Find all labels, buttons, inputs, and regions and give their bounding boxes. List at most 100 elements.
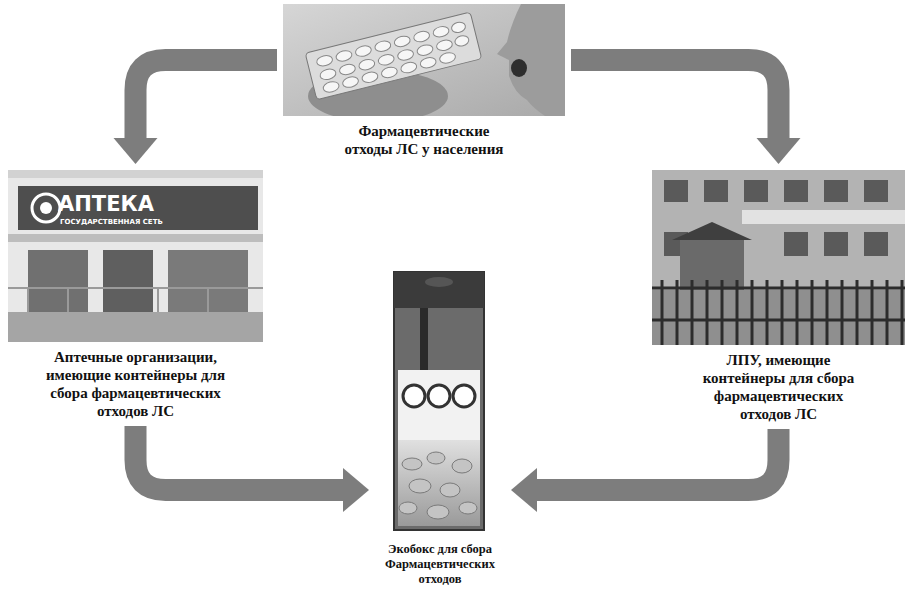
illustration-g (305, 12, 482, 100)
ecobox-node: Экобокс для сбора Фармацевтических отход… (375, 268, 505, 587)
illustration-ellipse (358, 58, 376, 72)
arrow-head (114, 138, 158, 164)
arrow-head (343, 468, 369, 512)
illustration-rect (824, 232, 848, 256)
illustration-g (399, 452, 477, 519)
illustration-ellipse (361, 70, 379, 84)
illustration-rect (398, 440, 480, 526)
illustration-rect (398, 370, 480, 526)
illustration-rect (28, 250, 88, 312)
illustration-circle (40, 202, 52, 214)
illustration-ellipse (511, 59, 527, 77)
illustration-rect (8, 312, 263, 342)
illustration-rect (652, 170, 905, 345)
illustration-line (207, 288, 209, 312)
illustration-ellipse (322, 80, 340, 94)
illustration-line (781, 280, 784, 345)
sign-subtext: ГОСУДАРСТВЕННАЯ СЕТЬ (60, 218, 163, 226)
pills-photo (283, 4, 565, 116)
illustration-line (27, 288, 29, 312)
illustration-circle (403, 385, 425, 407)
illustration-rect (305, 12, 482, 100)
illustration-line (676, 280, 679, 345)
arrow-body (537, 429, 779, 490)
illustration-line (796, 280, 799, 345)
illustration-ellipse (338, 63, 356, 77)
illustration-ellipse (380, 66, 398, 80)
illustration-ellipse (399, 502, 417, 514)
illustration-ellipse (402, 458, 422, 470)
illustration-rect (394, 272, 484, 308)
illustration-rect (8, 234, 263, 242)
illustration-ellipse (400, 61, 418, 75)
arrow-head (757, 138, 801, 164)
illustration-ellipse (319, 68, 337, 82)
illustration-rect (744, 180, 768, 202)
flow-arrow (571, 60, 801, 164)
illustration-line (652, 319, 905, 322)
illustration-line (811, 280, 814, 345)
source-node: Фармацевтические отходы ЛС у населения (283, 4, 565, 158)
illustration-line (826, 280, 829, 345)
flow-arrow (136, 426, 370, 512)
illustration-circle (32, 194, 60, 222)
illustration-rect (18, 186, 258, 230)
illustration-ellipse (354, 44, 372, 58)
illustration-ellipse (459, 502, 477, 514)
illustration-rect (664, 180, 688, 202)
illustration-ellipse (335, 49, 353, 63)
ecobox-illustration (390, 268, 490, 534)
node-caption: ЛПУ, имеющие контейнеры для сбора фармац… (693, 351, 865, 423)
illustration-ellipse (393, 35, 411, 49)
illustration-line (841, 280, 844, 345)
illustration-rect (824, 180, 848, 202)
illustration-ellipse (452, 459, 472, 473)
arrow-body (136, 60, 278, 138)
illustration-line (157, 288, 159, 312)
illustration-rect (864, 232, 888, 256)
illustration-ellipse (374, 39, 392, 53)
illustration-rect (784, 180, 808, 202)
illustration-rect (394, 272, 484, 530)
illustration-rect (652, 290, 905, 345)
illustration-rect (168, 250, 248, 312)
illustration-line (766, 280, 769, 345)
illustration-ellipse (397, 48, 415, 62)
illustration-ellipse (432, 25, 450, 39)
node-caption: Экобокс для сбора Фармацевтических отход… (379, 542, 501, 587)
illustration-rect (680, 240, 744, 290)
arrow-head (511, 468, 537, 512)
sign-text: АПТЕКА (58, 192, 154, 216)
illustration-line (661, 280, 664, 345)
node-caption: Аптечные организации, имеющие контейнеры… (36, 348, 236, 420)
illustration-rect (103, 250, 153, 312)
illustration-ellipse (409, 479, 431, 493)
illustration-ellipse (454, 34, 470, 47)
illustration-ellipse (427, 452, 445, 464)
illustration-path (497, 4, 565, 116)
illustration-ellipse (419, 56, 437, 70)
illustration-ellipse (450, 21, 466, 34)
illustration-line (856, 280, 859, 345)
illustration-line (736, 280, 739, 345)
illustration-g (8, 288, 263, 312)
illustration-rect (8, 170, 263, 342)
illustration-rect (8, 178, 263, 312)
illustration-ellipse (439, 51, 457, 65)
illustration-ellipse (427, 505, 449, 519)
illustration-rect (742, 210, 905, 224)
flow-arrow (511, 429, 779, 512)
illustration-circle (428, 385, 450, 407)
illustration-rect (420, 308, 428, 370)
illustration-line (691, 280, 694, 345)
illustration-line (67, 288, 69, 312)
node-caption: Фармацевтические отходы ЛС у населения (340, 122, 508, 158)
illustration-rect (652, 170, 905, 290)
illustration-rect (864, 180, 888, 202)
illustration-circle (453, 385, 475, 407)
illustration-ellipse (316, 54, 334, 68)
illustration-path (672, 222, 752, 240)
arrow-body (571, 60, 779, 138)
illustration-g (403, 385, 475, 407)
